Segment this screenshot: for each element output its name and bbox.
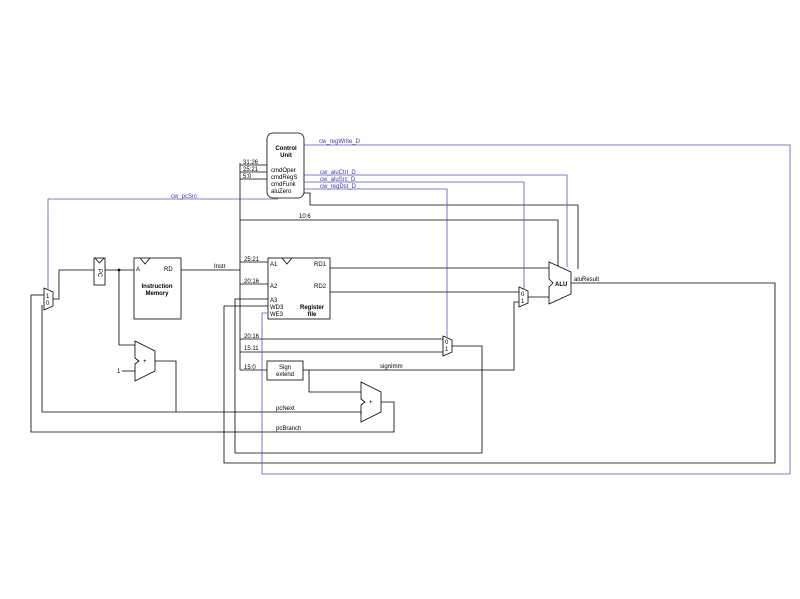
pc-register (93, 257, 106, 286)
regfile-port-rd1: RD1 (314, 262, 327, 268)
wire-aluresult (223, 282, 776, 464)
regfile-subtitle: file (308, 312, 317, 318)
field-20-16-regdst: 20:16 (244, 334, 260, 340)
label-alusrc: cw_aluSrc_D (320, 177, 356, 183)
register-file (267, 257, 331, 320)
label-aluctrl: cw_aluCtrl_D (320, 170, 356, 176)
sign-extend (266, 360, 304, 381)
alusrc-mux (518, 286, 529, 308)
regfile-title: Register (300, 305, 325, 311)
wire-aluzero (304, 192, 579, 269)
wire-mux-to-pc (53, 269, 94, 300)
field-10-6: 10:6 (299, 214, 311, 220)
pcsrc-mux-in0: 0 (46, 301, 50, 307)
label-pcbranch: pcBranch (276, 426, 301, 432)
label-regwrite: cw_regWrite_D (319, 139, 361, 145)
wire-regdst (304, 188, 448, 338)
label-aluresult: aluResult (574, 277, 599, 283)
imem-subtitle: Memory (145, 291, 169, 297)
regfile-port-we3: WE3 (270, 312, 284, 318)
wire-writereg (234, 298, 483, 454)
label-pcnext: pcNext (276, 406, 295, 412)
label-pcsrc: cw_pcSrc (171, 194, 197, 200)
field-15-11: 15:11 (244, 346, 259, 352)
wire-alusrc (304, 181, 525, 289)
control-port-cmdoper: cmdOper (271, 168, 296, 174)
field-5-0: 5:0 (243, 174, 252, 180)
alu (548, 261, 572, 305)
wire-adder-out (155, 360, 177, 412)
control-unit-subtitle: Unit (280, 153, 292, 159)
field-31-26: 31:26 (243, 160, 259, 166)
pcsrc-mux (43, 287, 54, 311)
label-instr: Instr (214, 264, 226, 270)
label-regdst: cw_regDst_D (320, 184, 357, 190)
regdst-mux-in1: 1 (445, 347, 449, 353)
imem-port-a: A (136, 267, 140, 273)
control-port-cmdregs: cmdRegS (271, 175, 297, 181)
wire-aluctrl (304, 174, 568, 267)
pc-increment-adder (134, 340, 156, 382)
control-port-cmdfunk: cmdFunk (271, 182, 297, 188)
wire-pcbranch (30, 295, 395, 433)
field-15-0: 15:0 (244, 365, 256, 371)
control-unit-title: Control (275, 146, 297, 152)
regfile-port-a3: A3 (270, 298, 278, 304)
control-unit (266, 132, 305, 199)
pc-adder-const: 1 (117, 369, 121, 375)
pc-adder-symbol: + (143, 359, 147, 365)
imem-port-rd: RD (164, 267, 173, 273)
regdst-mux-in0: 0 (445, 340, 449, 346)
regfile-port-a2: A2 (270, 284, 278, 290)
wire-signimm (303, 301, 519, 371)
regfile-port-a1: A1 (270, 262, 278, 268)
branch-adder-symbol: + (369, 400, 373, 406)
wire-pc-to-adder (118, 270, 135, 346)
regfile-port-wd3: WD3 (270, 305, 284, 311)
junction-pc (117, 268, 121, 272)
pc-label: PC (96, 269, 102, 278)
wire-pcsrc (47, 198, 279, 290)
field-20-16: 20:16 (244, 279, 260, 285)
alu-label: ALU (555, 282, 567, 288)
pc-clock-icon (94, 257, 105, 264)
control-wires (47, 144, 791, 475)
wire-regwrite (261, 144, 791, 475)
control-port-aluzero: aluZero (271, 189, 292, 195)
wire-signimm-branch (308, 370, 361, 393)
label-signimm: signImm (380, 364, 403, 370)
wire-pcnext (41, 305, 362, 414)
alusrc-mux-in1: 1 (521, 299, 525, 305)
regfile-port-rd2: RD2 (314, 284, 327, 290)
instruction-memory (133, 257, 182, 320)
regdst-mux (442, 335, 453, 357)
imem-clock-icon (139, 257, 151, 265)
pcsrc-mux-in1: 1 (46, 294, 50, 300)
sign-extend-subtitle: extend (276, 372, 294, 378)
field-25-21: 25:21 (244, 257, 260, 263)
sign-extend-title: Sign (279, 365, 291, 371)
regfile-clock-icon (281, 257, 293, 265)
field-25-21-cu: 25:21 (243, 167, 259, 173)
wire-shamt (240, 219, 559, 266)
imem-title: Instruction (142, 284, 173, 290)
datapath-wires (30, 163, 776, 464)
alusrc-mux-in0: 0 (521, 292, 525, 298)
